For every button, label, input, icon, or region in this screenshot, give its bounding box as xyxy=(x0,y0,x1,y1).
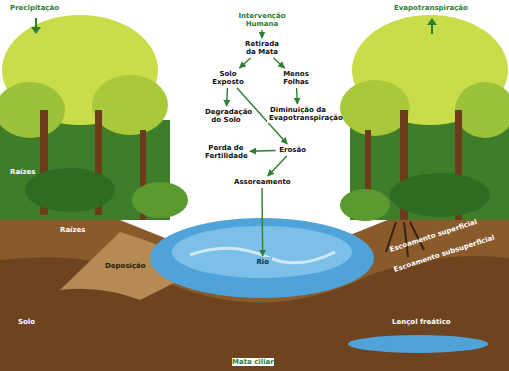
flow-step: Diminuição da Evapotranspiração xyxy=(267,105,329,123)
flow-step: Intervenção Humana xyxy=(236,11,288,29)
step-text: Menos Folhas xyxy=(278,70,314,86)
tree-canopy xyxy=(340,80,410,136)
arrowhead xyxy=(31,27,41,34)
flow-arrow xyxy=(226,88,228,106)
flow-arrow xyxy=(261,30,262,38)
tree-canopy xyxy=(0,82,65,138)
flow-arrow xyxy=(268,156,287,176)
step-text: Intervenção Humana xyxy=(238,12,286,28)
shrub xyxy=(25,168,115,212)
layer-label: Lençol freático xyxy=(392,318,451,326)
part-label: Raízes xyxy=(60,226,86,234)
flow-step: Assoreamento xyxy=(232,177,292,187)
step-text: Erosão xyxy=(279,146,307,154)
shrub xyxy=(340,189,390,221)
arrowhead xyxy=(427,18,437,25)
step-text: Assoreamento xyxy=(234,178,290,186)
flow-step: Retirada da Mata xyxy=(238,39,286,57)
layer-label: Deposição xyxy=(105,262,146,270)
flow-arrow xyxy=(261,188,263,256)
step-text: Solo Exposto xyxy=(210,70,246,86)
flow-step: Perda de Fertilidade xyxy=(203,143,249,161)
step-text: Retirada da Mata xyxy=(240,40,284,56)
groundwater xyxy=(348,335,488,353)
evapotranspiration-arrow xyxy=(431,24,433,34)
step-text: Diminuição da Evapotranspiração xyxy=(269,106,327,122)
process-label: Evapotranspiração xyxy=(394,4,468,12)
river-node: Rio xyxy=(254,257,272,267)
flow-step: Solo Exposto xyxy=(208,69,248,87)
flow-arrow xyxy=(250,150,276,152)
layer-label: Solo xyxy=(18,318,35,326)
shrub xyxy=(132,182,188,218)
step-text: Perda de Fertilidade xyxy=(205,144,247,160)
step-text: Rio xyxy=(256,258,270,266)
shrub xyxy=(390,173,490,217)
flow-arrow xyxy=(296,88,298,104)
precipitation-arrow xyxy=(35,18,37,28)
flow-arrow xyxy=(273,58,284,68)
flow-step: Erosão xyxy=(277,145,309,155)
flow-step: Menos Folhas xyxy=(276,69,316,87)
step-text: Degradação do Solo xyxy=(205,108,247,124)
process-label: Precipitação xyxy=(10,4,59,12)
soil xyxy=(0,209,509,371)
flow-step: Degradação do Solo xyxy=(203,107,249,125)
tree-canopy xyxy=(455,82,509,138)
flow-arrow xyxy=(239,58,250,68)
tree-canopy xyxy=(92,75,168,135)
part-label: Raízes xyxy=(10,168,36,176)
caption-label: Mata ciliar xyxy=(232,358,274,366)
